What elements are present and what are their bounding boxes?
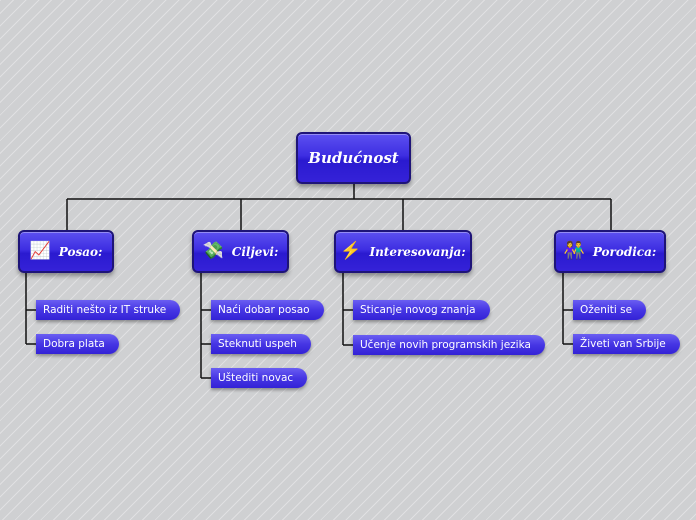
leaf-item[interactable]: Steknuti uspeh	[211, 334, 311, 354]
leaf-item[interactable]: Živeti van Srbije	[573, 334, 680, 354]
chart-increasing-icon: 📈	[29, 241, 51, 261]
branch-posao[interactable]: 📈 Posao:	[18, 230, 114, 273]
root-connector	[66, 184, 612, 230]
leaf-item[interactable]: Naći dobar posao	[211, 300, 324, 320]
interesovanja-connector	[342, 273, 353, 346]
leaf-item[interactable]: Dobra plata	[36, 334, 119, 354]
branch-label: Posao:	[58, 244, 103, 259]
branch-interesovanja[interactable]: ⚡ Interesovanja:	[334, 230, 472, 273]
leaf-item[interactable]: Učenje novih programskih jezika	[353, 335, 545, 355]
branch-label: Porodica:	[592, 244, 657, 259]
branch-label: Interesovanja:	[369, 244, 466, 259]
branch-ciljevi[interactable]: 💸 Ciljevi:	[192, 230, 289, 273]
leaf-item[interactable]: Oženiti se	[573, 300, 647, 320]
posao-connector	[25, 273, 36, 345]
ciljevi-connector	[200, 273, 211, 379]
lightning-icon: ⚡	[340, 241, 362, 261]
leaf-item[interactable]: Uštediti novac	[211, 368, 308, 388]
leaf-item[interactable]: Sticanje novog znanja	[353, 300, 490, 320]
money-with-wings-icon: 💸	[202, 241, 224, 261]
branch-label: Ciljevi:	[231, 244, 279, 259]
root-node[interactable]: Budućnost	[296, 132, 411, 184]
couple-icon: 👫	[563, 241, 585, 261]
porodica-connector	[562, 273, 573, 345]
root-label: Budućnost	[308, 149, 399, 167]
leaf-item[interactable]: Raditi nešto iz IT struke	[36, 300, 181, 320]
branch-porodica[interactable]: 👫 Porodica:	[554, 230, 666, 273]
